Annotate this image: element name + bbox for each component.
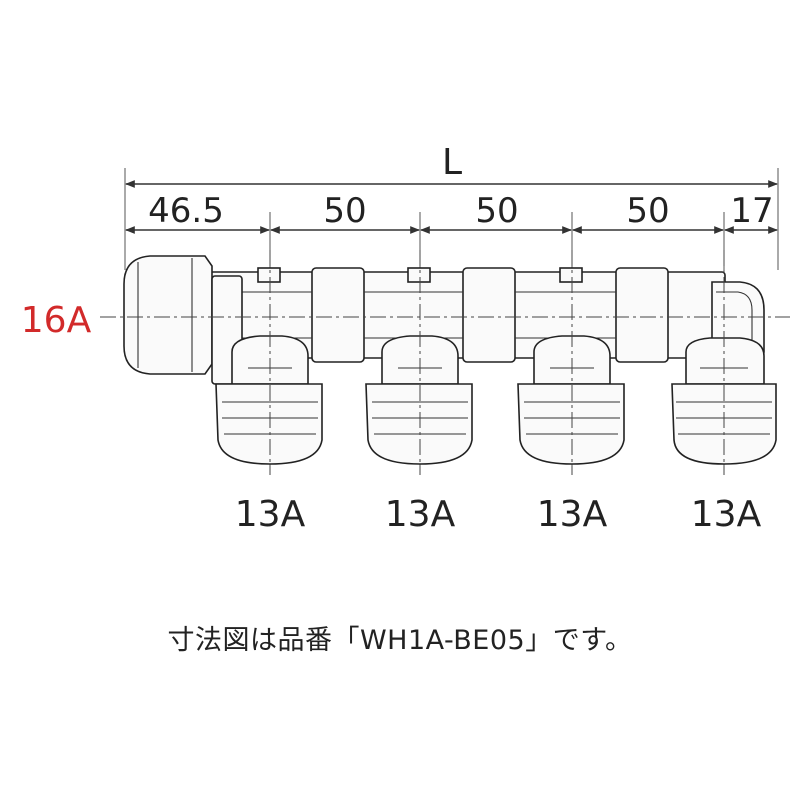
dimension-label-4: 50 xyxy=(626,191,669,231)
outlet-size-label-1: 13A xyxy=(235,494,306,535)
overall-dimension-label: L xyxy=(442,142,462,183)
outlet-branch-3 xyxy=(517,335,625,465)
outlet-branch-1 xyxy=(215,335,323,465)
dimension-label-5: 17 xyxy=(730,191,773,231)
part-number-caption: 寸法図は品番「WH1A-BE05」です。 xyxy=(167,625,633,656)
outlet-branch-2 xyxy=(365,335,473,465)
inlet-connector xyxy=(123,255,213,375)
inlet-size-label: 16A xyxy=(21,300,92,341)
outlet-size-label-4: 13A xyxy=(691,494,762,535)
end-elbow xyxy=(711,281,765,353)
outlet-size-label-3: 13A xyxy=(537,494,608,535)
dimension-label-1: 46.5 xyxy=(148,191,224,231)
dimension-label-3: 50 xyxy=(475,191,518,231)
manifold-body xyxy=(123,255,765,385)
outlet-size-label-2: 13A xyxy=(385,494,456,535)
dimension-label-2: 50 xyxy=(323,191,366,231)
